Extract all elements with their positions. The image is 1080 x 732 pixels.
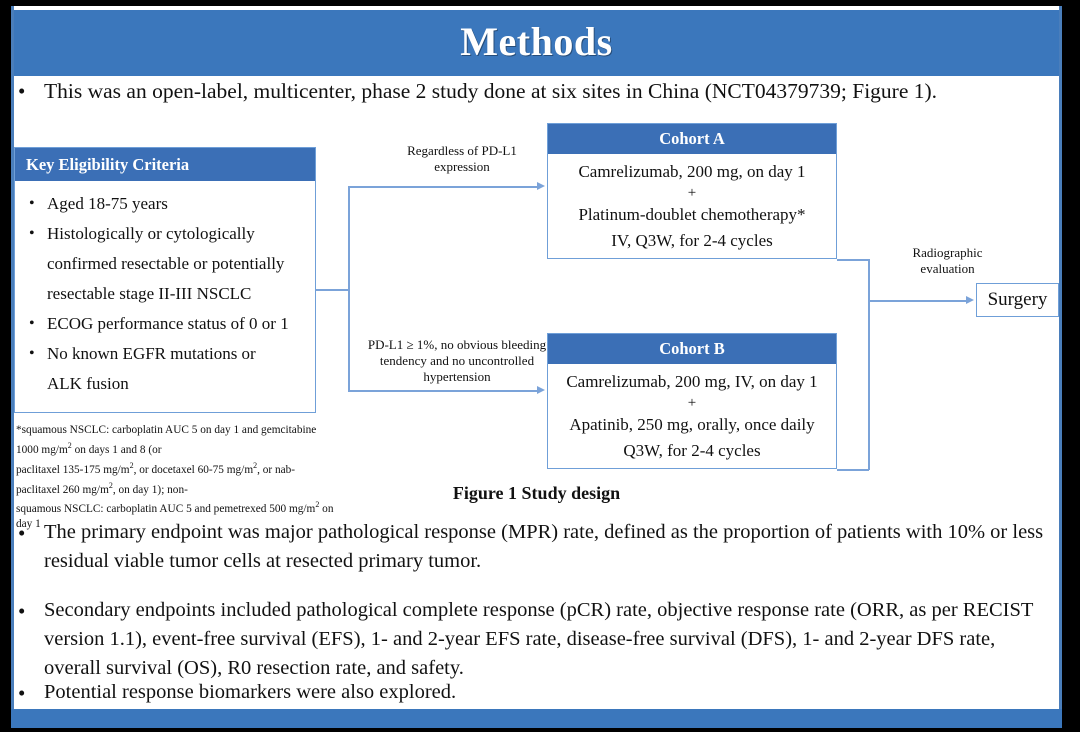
eligibility-header: Key Eligibility Criteria xyxy=(15,148,315,181)
eligibility-criteria-box: Key Eligibility Criteria Aged 18-75 year… xyxy=(14,147,316,413)
connector-trunk-stub xyxy=(316,289,349,291)
endpoint-bullet-primary: • The primary endpoint was major patholo… xyxy=(18,518,1050,576)
connector-to-surgery xyxy=(868,300,968,302)
cohort-b-line: + xyxy=(687,395,697,411)
endpoint-bullet-biomarkers-text: Potential response biomarkers were also … xyxy=(44,681,457,703)
bullet-glyph: • xyxy=(18,521,26,545)
annotation-bottom-branch: PD-L1 ≥ 1%, no obvious bleeding tendency… xyxy=(367,337,547,384)
list-item: ECOG performance status of 0 or 1 xyxy=(25,309,307,339)
frame-left-rule xyxy=(11,6,14,728)
list-item-cont: resectable stage II-III NSCLC xyxy=(47,284,252,303)
study-design-figure: Key Eligibility Criteria Aged 18-75 year… xyxy=(14,115,1059,530)
cohort-a-line: Camrelizumab, 200 mg, on day 1 xyxy=(578,162,806,181)
bullet-glyph: • xyxy=(18,599,26,623)
arrow-to-cohort-b-icon xyxy=(537,386,545,394)
title-band xyxy=(14,10,1059,76)
cohort-b-body: Camrelizumab, 200 mg, IV, on day 1 + Apa… xyxy=(548,364,836,468)
frame-right-rule xyxy=(1059,6,1062,728)
cohort-b-header: Cohort B xyxy=(548,334,836,364)
annotation-radiographic-evaluation: Radiographic evaluation xyxy=(912,245,983,276)
cohort-b-line: Q3W, for 2-4 cycles xyxy=(623,441,761,460)
list-item: No known EGFR mutations or xyxy=(25,339,307,369)
cohort-a-line: + xyxy=(687,185,697,201)
connector-cohort-b-out xyxy=(837,469,869,471)
cohort-a-header: Cohort A xyxy=(548,124,836,154)
cohort-a-box: Cohort A Camrelizumab, 200 mg, on day 1 … xyxy=(547,123,837,259)
list-item: Histologically or cytologically xyxy=(25,219,307,249)
footnote-line: *squamous NSCLC: carboplatin AUC 5 on da… xyxy=(16,424,317,456)
list-item-cont: confirmed resectable or potentially xyxy=(47,254,285,273)
connector-merge-vertical xyxy=(868,259,870,470)
bullet-glyph: • xyxy=(18,79,26,103)
cohort-a-line: IV, Q3W, for 2-4 cycles xyxy=(611,231,773,250)
intro-bullet-text: This was an open-label, multicenter, pha… xyxy=(44,79,938,103)
endpoint-bullet-secondary-text: Secondary endpoints included pathologica… xyxy=(44,599,1034,679)
endpoint-bullet-biomarkers: • Potential response biomarkers were als… xyxy=(18,678,1050,708)
figure-caption: Figure 1 Study design xyxy=(452,483,621,503)
intro-bullet: • This was an open-label, multicenter, p… xyxy=(18,76,1048,106)
cohort-b-line: Camrelizumab, 200 mg, IV, on day 1 xyxy=(566,372,818,391)
arrow-to-surgery-icon xyxy=(966,296,974,304)
footnote-line: squamous NSCLC: carboplatin AUC 5 and pe… xyxy=(16,500,334,531)
connector-trunk-vertical xyxy=(348,186,350,391)
list-item-cont: ALK fusion xyxy=(47,374,129,393)
footnote-line: paclitaxel 135-175 mg/m2, or docetaxel 6… xyxy=(16,460,296,496)
figure-footnote: *squamous NSCLC: carboplatin AUC 5 on da… xyxy=(16,423,334,532)
list-item: Aged 18-75 years xyxy=(25,189,307,219)
cohort-a-body: Camrelizumab, 200 mg, on day 1 + Platinu… xyxy=(548,154,836,258)
annotation-top-branch: Regardless of PD-L1 expression xyxy=(407,143,517,174)
cohort-b-box: Cohort B Camrelizumab, 200 mg, IV, on da… xyxy=(547,333,837,469)
connector-cohort-a-out xyxy=(837,259,869,261)
frame-bottom-band xyxy=(11,709,1062,728)
bullet-glyph: • xyxy=(18,681,26,705)
surgery-label: Surgery xyxy=(987,289,1048,310)
endpoint-bullet-secondary: • Secondary endpoints included pathologi… xyxy=(18,596,1050,683)
endpoint-bullet-primary-text: The primary endpoint was major pathologi… xyxy=(44,521,1044,572)
cohort-b-line: Apatinib, 250 mg, orally, once daily xyxy=(569,415,815,434)
connector-to-cohort-b xyxy=(348,390,538,392)
arrow-to-cohort-a-icon xyxy=(537,182,545,190)
cohort-a-line: Platinum-doublet chemotherapy* xyxy=(578,205,806,224)
surgery-box: Surgery xyxy=(976,283,1059,317)
connector-to-cohort-a xyxy=(348,186,538,188)
eligibility-list: Aged 18-75 years Histologically or cytol… xyxy=(15,181,315,399)
page-title: Methods xyxy=(460,19,613,64)
